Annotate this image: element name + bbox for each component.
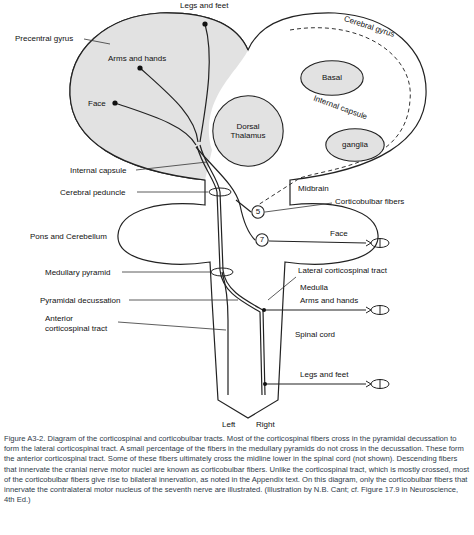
side-label: Right <box>256 420 275 430</box>
structure-label: Medulla <box>300 283 328 293</box>
tract-label: Pyramidal decussation <box>40 296 120 306</box>
structure-label: Midbrain <box>298 184 329 194</box>
side-label: Left <box>222 420 235 430</box>
muscle-label: Arms and hands <box>300 296 358 306</box>
tract-label: Corticobulbar fibers <box>335 197 404 207</box>
body-region-label: Arms and hands <box>108 54 166 64</box>
nucleus-circle: 5 <box>251 205 265 219</box>
muscle-label: Face <box>330 229 348 239</box>
body-region-label: Face <box>88 99 106 109</box>
thalamus-region: Dorsal Thalamus <box>212 95 284 167</box>
basal-ganglia-region: ganglia <box>325 128 385 162</box>
muscle-label: Legs and feet <box>300 370 348 380</box>
node-text: Dorsal Thalamus <box>219 122 277 141</box>
node-text: 7 <box>260 235 264 245</box>
figure-caption: Figure A3-2. Diagram of the corticospina… <box>4 434 470 505</box>
basal-ganglia-region: Basal <box>300 60 364 96</box>
body-region-label: Legs and feet <box>180 1 228 11</box>
tract-label: Anterior corticospinal tract <box>45 314 115 333</box>
gyrus-label: Precentral gyrus <box>15 34 73 44</box>
structure-label: Spinal cord <box>295 330 335 340</box>
tract-label: Lateral corticospinal tract <box>298 266 387 276</box>
structure-label: Internal capsule <box>70 166 126 176</box>
nucleus-circle: 7 <box>255 233 269 247</box>
structure-label: Cerebral peduncle <box>60 188 125 198</box>
structure-label: Pons and Cerebellum <box>30 232 107 242</box>
structure-label: Medullary pyramid <box>45 268 110 278</box>
node-text: 5 <box>256 207 260 217</box>
node-text: Basal <box>322 73 342 83</box>
node-text: ganglia <box>342 140 368 150</box>
